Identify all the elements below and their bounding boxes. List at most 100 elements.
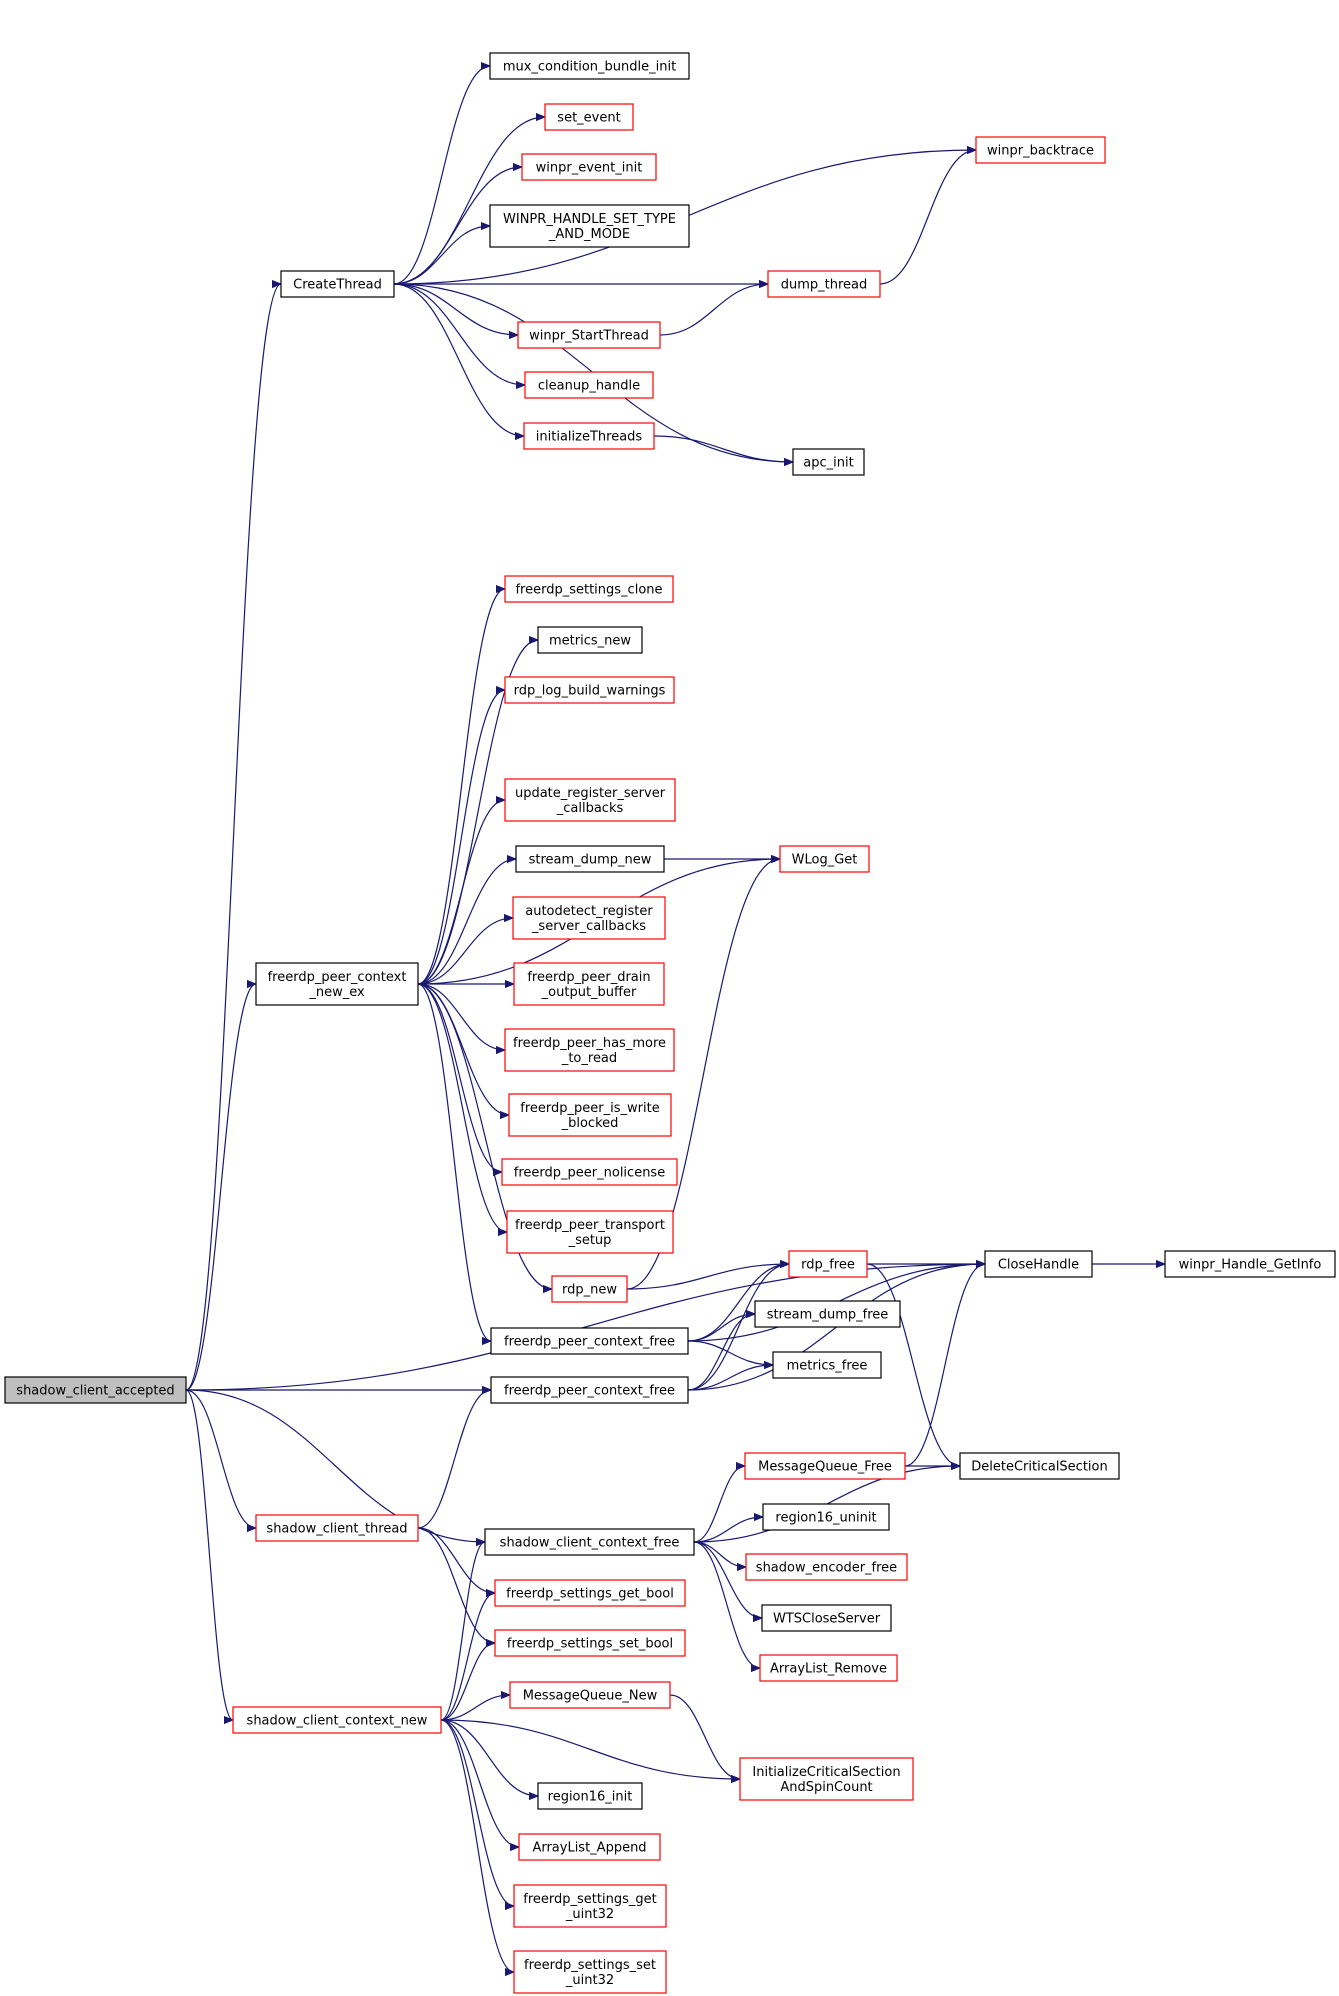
node-box (524, 371, 654, 399)
node-box (504, 1028, 675, 1072)
node-arraylist-remove[interactable]: ArrayList_Remove (759, 1654, 898, 1682)
node-freerdp-peer-context-new-ex[interactable]: freerdp_peer_context_new_ex (255, 962, 419, 1006)
node-box (501, 1158, 678, 1186)
node-winpr-handle-getinfo[interactable]: winpr_Handle_GetInfo (1164, 1250, 1336, 1278)
node-winpr-event-init[interactable]: winpr_event_init (521, 153, 657, 181)
node-autodetect-register-server-callbacks[interactable]: autodetect_register_server_callbacks (512, 896, 666, 940)
node-label: freerdp_settings_get (523, 1892, 656, 1907)
edge-shadow-client-context-new-to-region16-init (440, 1719, 538, 1796)
node-metrics-free[interactable]: metrics_free (772, 1351, 882, 1379)
node-label: winpr_event_init (536, 161, 643, 176)
edge-freerdp-peer-context-new-ex-to-autodetect-register-server-callbacks (417, 918, 513, 985)
node-freerdp-peer-transport-setup[interactable]: freerdp_peer_transport_setup (506, 1210, 674, 1254)
node-freerdp-settings-get-uint32[interactable]: freerdp_settings_get_uint32 (513, 1884, 667, 1928)
node-label: _uint32 (565, 1973, 614, 1988)
node-messagequeue-new[interactable]: MessageQueue_New (509, 1681, 671, 1709)
node-initializethreads[interactable]: initializeThreads (523, 422, 655, 450)
edge-createthread-to-cleanup-handle (393, 283, 525, 385)
node-box (255, 1514, 419, 1542)
node-wtscloseserver[interactable]: WTSCloseServer (761, 1604, 892, 1632)
node-label: ArrayList_Remove (770, 1662, 887, 1677)
node-label: shadow_client_thread (266, 1522, 407, 1537)
node-arraylist-append[interactable]: ArrayList_Append (518, 1833, 661, 1861)
node-rdp-log-build-warnings[interactable]: rdp_log_build_warnings (504, 676, 675, 704)
node-box (537, 1782, 643, 1810)
node-label: winpr_StartThread (529, 329, 649, 344)
node-shadow-client-context-free[interactable]: shadow_client_context_free (484, 1528, 695, 1556)
node-label: dump_thread (781, 278, 868, 293)
node-freerdp-peer-context-free-1[interactable]: freerdp_peer_context_free (490, 1327, 689, 1355)
node-box (489, 52, 690, 80)
node-label: WLog_Get (792, 853, 858, 868)
node-dump-thread[interactable]: dump_thread (767, 270, 881, 298)
node-box (494, 1629, 686, 1657)
node-box (494, 1579, 686, 1607)
node-wlog-get[interactable]: WLog_Get (779, 845, 870, 873)
node-apc-init[interactable]: apc_init (792, 448, 865, 476)
node-label: AndSpinCount (780, 1780, 872, 1795)
node-freerdp-settings-set-bool[interactable]: freerdp_settings_set_bool (494, 1629, 686, 1657)
node-freerdp-peer-drain-output-buffer[interactable]: freerdp_peer_drain_output_buffer (513, 962, 665, 1006)
edge-freerdp-peer-context-new-ex-to-rdp-log-build-warnings (417, 690, 506, 985)
node-label: shadow_client_accepted (16, 1384, 174, 1399)
node-box (779, 845, 870, 873)
node-stream-dump-new[interactable]: stream_dump_new (515, 845, 665, 873)
node-closehandle[interactable]: CloseHandle (984, 1250, 1093, 1278)
node-label: metrics_new (549, 634, 631, 649)
node-region16-uninit[interactable]: region16_uninit (762, 1503, 890, 1531)
node-rdp-new[interactable]: rdp_new (551, 1275, 628, 1303)
node-freerdp-peer-is-write-blocked[interactable]: freerdp_peer_is_write_blocked (508, 1093, 672, 1137)
node-mux-condition-bundle-init[interactable]: mux_condition_bundle_init (489, 52, 690, 80)
node-update-register-server-callbacks[interactable]: update_register_server_callbacks (504, 778, 676, 822)
node-deletecriticalsection[interactable]: DeleteCriticalSection (959, 1452, 1120, 1480)
node-box (759, 1654, 898, 1682)
node-label: rdp_new (562, 1283, 617, 1298)
node-shadow-client-thread[interactable]: shadow_client_thread (255, 1514, 419, 1542)
node-freerdp-settings-set-uint32[interactable]: freerdp_settings_set_uint32 (513, 1950, 667, 1994)
node-label: freerdp_settings_clone (515, 583, 662, 598)
node-winpr-handle-set-type-and-mode[interactable]: WINPR_HANDLE_SET_TYPE_AND_MODE (489, 204, 690, 248)
node-box (772, 1351, 882, 1379)
edge-messagequeue-free-to-closehandle (904, 1264, 986, 1467)
node-box (513, 962, 665, 1006)
node-label: initializeThreads (536, 430, 643, 445)
node-label: MessageQueue_Free (758, 1460, 892, 1475)
node-freerdp-peer-has-more-to-read[interactable]: freerdp_peer_has_more_to_read (504, 1028, 675, 1072)
node-shadow-encoder-free[interactable]: shadow_encoder_free (745, 1553, 908, 1581)
node-freerdp-peer-nolicense[interactable]: freerdp_peer_nolicense (501, 1158, 678, 1186)
node-winpr-backtrace[interactable]: winpr_backtrace (975, 136, 1106, 164)
node-metrics-new[interactable]: metrics_new (537, 626, 643, 654)
node-createthread[interactable]: CreateThread (280, 270, 395, 298)
node-box (788, 1250, 868, 1278)
node-freerdp-settings-clone[interactable]: freerdp_settings_clone (504, 575, 674, 603)
node-box (521, 153, 657, 181)
node-stream-dump-free[interactable]: stream_dump_free (754, 1300, 901, 1328)
node-messagequeue-free[interactable]: MessageQueue_Free (744, 1452, 906, 1480)
node-label: freerdp_settings_set_bool (507, 1637, 673, 1652)
node-shadow-client-accepted[interactable]: shadow_client_accepted (4, 1376, 187, 1404)
node-label: region16_uninit (775, 1511, 876, 1526)
node-region16-init[interactable]: region16_init (537, 1782, 643, 1810)
node-shadow-client-context-new[interactable]: shadow_client_context_new (232, 1706, 442, 1734)
node-freerdp-settings-get-bool[interactable]: freerdp_settings_get_bool (494, 1579, 686, 1607)
node-cleanup-handle[interactable]: cleanup_handle (524, 371, 654, 399)
node-set-event[interactable]: set_event (544, 103, 634, 131)
node-freerdp-peer-context-free-2[interactable]: freerdp_peer_context_free (490, 1376, 689, 1404)
node-winpr-startthread[interactable]: winpr_StartThread (517, 321, 661, 349)
node-box (280, 270, 395, 298)
edge-shadow-client-context-new-to-freerdp-settings-set-uint32 (440, 1719, 515, 1972)
node-label: _to_read (561, 1051, 617, 1066)
edge-shadow-client-context-new-to-messagequeue-new (440, 1695, 510, 1721)
node-label: _new_ex (308, 985, 365, 1000)
node-label: _AND_MODE (548, 227, 630, 242)
node-rdp-free[interactable]: rdp_free (788, 1250, 868, 1278)
node-label: stream_dump_free (767, 1308, 889, 1323)
node-box (489, 204, 690, 248)
edge-createthread-to-set-event (393, 117, 545, 285)
node-box (959, 1452, 1120, 1480)
edge-shadow-client-context-new-to-freerdp-settings-get-bool (440, 1593, 496, 1721)
node-box (504, 676, 675, 704)
edges (185, 66, 1165, 1972)
